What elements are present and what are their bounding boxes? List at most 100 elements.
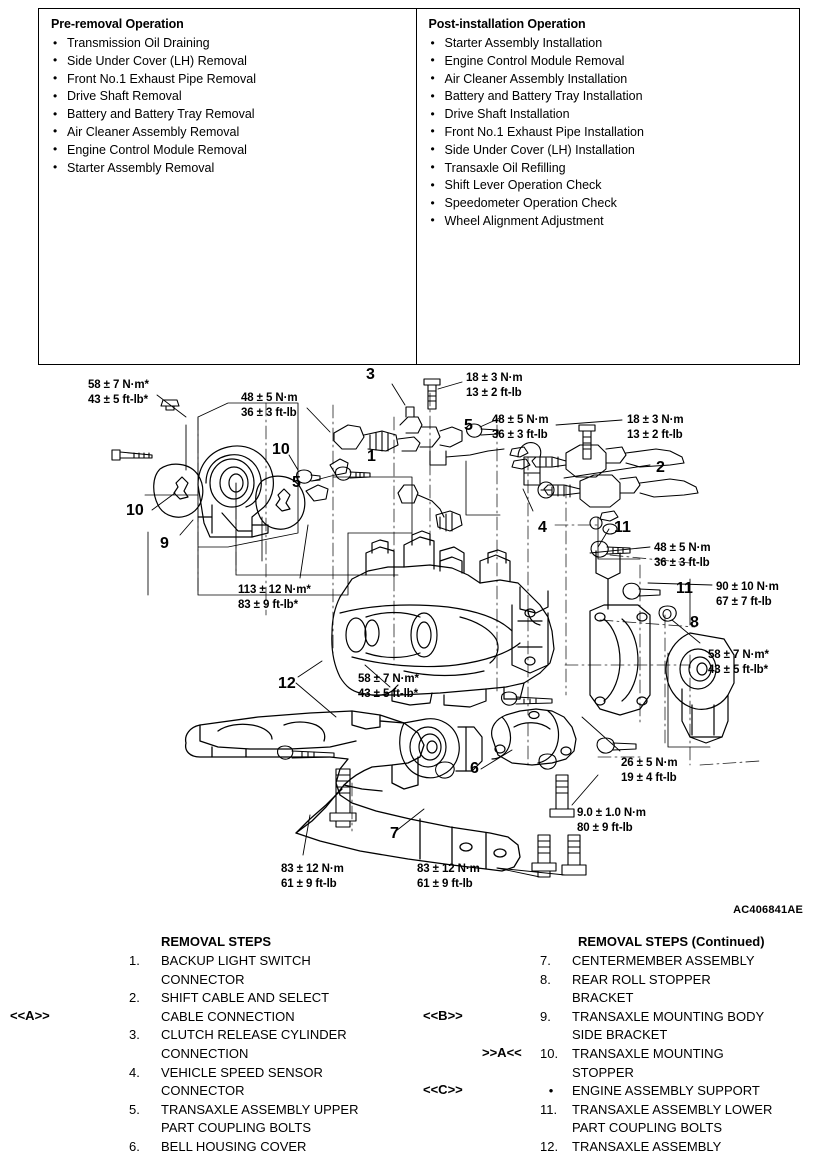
list-item: 2. SHIFT CABLE AND SELECT CABLE CONNECTI… bbox=[129, 989, 358, 1026]
callout-number: 8 bbox=[690, 614, 699, 631]
removal-steps-section: REMOVAL STEPS 1. BACKUP LIGHT SWITCH CON… bbox=[0, 930, 821, 1167]
removal-steps-heading: REMOVAL STEPS bbox=[161, 934, 272, 949]
list-item: 9. TRANSAXLE MOUNTING BODY SIDE BRACKET bbox=[540, 1008, 772, 1045]
list-item: Side Under Cover (LH) Installation bbox=[427, 141, 790, 160]
step-text: TRANSAXLE ASSEMBLY bbox=[572, 1138, 722, 1154]
pre-removal-operation-column: Pre-removal Operation Transmission Oil D… bbox=[39, 9, 417, 364]
list-item: Battery and Battery Tray Removal bbox=[49, 106, 406, 124]
callout-number: 2 bbox=[656, 459, 665, 476]
step-text: REAR ROLL STOPPER BRACKET bbox=[572, 971, 711, 1006]
callout-number: 12 bbox=[278, 675, 296, 692]
reference-marker: >>A<< bbox=[482, 1045, 522, 1060]
list-item: • ENGINE ASSEMBLY SUPPORT bbox=[540, 1082, 772, 1101]
torque-spec: 58 ± 7 N·m*43 ± 5 ft-lb* bbox=[358, 673, 419, 700]
list-item: 3. CLUTCH RELEASE CYLINDER CONNECTION bbox=[129, 1026, 358, 1063]
pre-removal-operation-title: Pre-removal Operation bbox=[51, 17, 184, 31]
post-installation-operation-title: Post-installation Operation bbox=[428, 17, 586, 31]
callout-number: 5 bbox=[292, 474, 301, 491]
list-item: Front No.1 Exhaust Pipe Removal bbox=[49, 70, 406, 89]
list-item: Transaxle Oil Refilling bbox=[427, 159, 790, 178]
post-installation-operation-list: Starter Assembly Installation Engine Con… bbox=[427, 35, 790, 231]
step-number: 11. bbox=[540, 1101, 558, 1117]
list-item: 7. CENTERMEMBER ASSEMBLY bbox=[540, 952, 772, 971]
list-item: Air Cleaner Assembly Installation bbox=[427, 70, 790, 89]
step-number: 1. bbox=[129, 953, 140, 968]
list-item: Speedometer Operation Check bbox=[427, 195, 790, 213]
step-number: 7. bbox=[540, 953, 551, 968]
callout-number: 3 bbox=[366, 366, 375, 383]
list-item: Engine Control Module Removal bbox=[427, 52, 790, 71]
callout-number: 1 bbox=[367, 448, 376, 465]
step-text: TRANSAXLE ASSEMBLY LOWER PART COUPLING B… bbox=[572, 1101, 773, 1136]
step-number: 5. bbox=[129, 1101, 140, 1117]
transaxle-diagram-artwork bbox=[111, 378, 761, 878]
torque-spec: 58 ± 7 N·m*43 ± 5 ft-lb* bbox=[708, 649, 769, 676]
list-item: Starter Assembly Installation bbox=[427, 35, 790, 53]
list-item: Side Under Cover (LH) Removal bbox=[49, 52, 406, 71]
list-item: Drive Shaft Installation bbox=[427, 106, 790, 124]
step-text: VEHICLE SPEED SENSOR CONNECTOR bbox=[161, 1064, 323, 1099]
step-number: 8. bbox=[540, 971, 551, 987]
list-item: 5. TRANSAXLE ASSEMBLY UPPER PART COUPLIN… bbox=[129, 1101, 358, 1138]
step-number: 10. bbox=[540, 1045, 559, 1061]
callout-number: 11 bbox=[676, 580, 693, 597]
list-item: 6. BELL HOUSING COVER bbox=[129, 1138, 358, 1157]
step-number: 4. bbox=[129, 1064, 140, 1080]
callout-number: 9 bbox=[160, 535, 169, 552]
list-item: 10. TRANSAXLE MOUNTING STOPPER bbox=[540, 1045, 772, 1082]
pre-removal-operation-list: Transmission Oil Draining Side Under Cov… bbox=[49, 35, 406, 177]
step-text: CENTERMEMBER ASSEMBLY bbox=[572, 953, 755, 968]
torque-spec: 58 ± 7 N·m*43 ± 5 ft-lb* bbox=[88, 379, 149, 406]
post-installation-operation-column: Post-installation Operation Starter Asse… bbox=[417, 9, 800, 364]
callout-number: 4 bbox=[538, 519, 547, 536]
reference-marker: <<A>> bbox=[10, 1008, 50, 1023]
list-item: Battery and Battery Tray Installation bbox=[427, 88, 790, 106]
step-text: ENGINE ASSEMBLY SUPPORT bbox=[572, 1083, 760, 1099]
list-item: 11. TRANSAXLE ASSEMBLY LOWER PART COUPLI… bbox=[540, 1101, 772, 1138]
callout-number: 6 bbox=[470, 760, 479, 777]
step-number: 2. bbox=[129, 990, 140, 1006]
list-item: Wheel Alignment Adjustment bbox=[427, 212, 790, 231]
callout-number: 10 bbox=[126, 502, 144, 519]
list-item: Engine Control Module Removal bbox=[49, 141, 406, 160]
torque-spec: 113 ± 12 N·m*83 ± 9 ft-lb* bbox=[238, 584, 311, 611]
list-item: Air Cleaner Assembly Removal bbox=[49, 123, 406, 142]
removal-steps-list: 7. CENTERMEMBER ASSEMBLY 8. REAR ROLL ST… bbox=[540, 952, 772, 1157]
diagram-part-code: AC406841AE bbox=[733, 904, 803, 916]
list-item: 8. REAR ROLL STOPPER BRACKET bbox=[540, 971, 772, 1008]
list-item: 12. TRANSAXLE ASSEMBLY bbox=[540, 1138, 772, 1157]
removal-steps-list: 1. BACKUP LIGHT SWITCH CONNECTOR 2. SHIF… bbox=[129, 952, 358, 1157]
step-text: TRANSAXLE MOUNTING STOPPER bbox=[572, 1045, 724, 1080]
callout-number: 11 bbox=[614, 519, 631, 536]
reference-marker: <<B>> bbox=[423, 1008, 463, 1023]
removal-steps-heading: REMOVAL STEPS (Continued) bbox=[578, 934, 765, 949]
operations-box: Pre-removal Operation Transmission Oil D… bbox=[38, 8, 800, 365]
step-text: CLUTCH RELEASE CYLINDER CONNECTION bbox=[161, 1027, 347, 1061]
step-text: TRANSAXLE MOUNTING BODY SIDE BRACKET bbox=[572, 1008, 765, 1043]
step-text: BELL HOUSING COVER bbox=[161, 1138, 307, 1154]
callout-number: 5 bbox=[464, 417, 473, 434]
step-text: TRANSAXLE ASSEMBLY UPPER PART COUPLING B… bbox=[161, 1101, 359, 1136]
step-bullet: • bbox=[548, 1083, 554, 1099]
callout-number: 7 bbox=[390, 825, 399, 842]
callout-number: 10 bbox=[272, 441, 290, 458]
step-text: BACKUP LIGHT SWITCH CONNECTOR bbox=[161, 953, 311, 987]
list-item: Shift Lever Operation Check bbox=[427, 177, 790, 195]
step-number: 3. bbox=[129, 1027, 140, 1043]
step-text: SHIFT CABLE AND SELECT CABLE CONNECTION bbox=[161, 990, 330, 1024]
list-item: 1. BACKUP LIGHT SWITCH CONNECTOR bbox=[129, 952, 358, 989]
list-item: Starter Assembly Removal bbox=[49, 159, 406, 178]
reference-marker: <<C>> bbox=[423, 1082, 463, 1097]
list-item: Front No.1 Exhaust Pipe Installation bbox=[427, 123, 790, 142]
step-number: 6. bbox=[129, 1138, 140, 1154]
step-number: 12. bbox=[540, 1138, 559, 1154]
list-item: Transmission Oil Draining bbox=[49, 35, 406, 53]
